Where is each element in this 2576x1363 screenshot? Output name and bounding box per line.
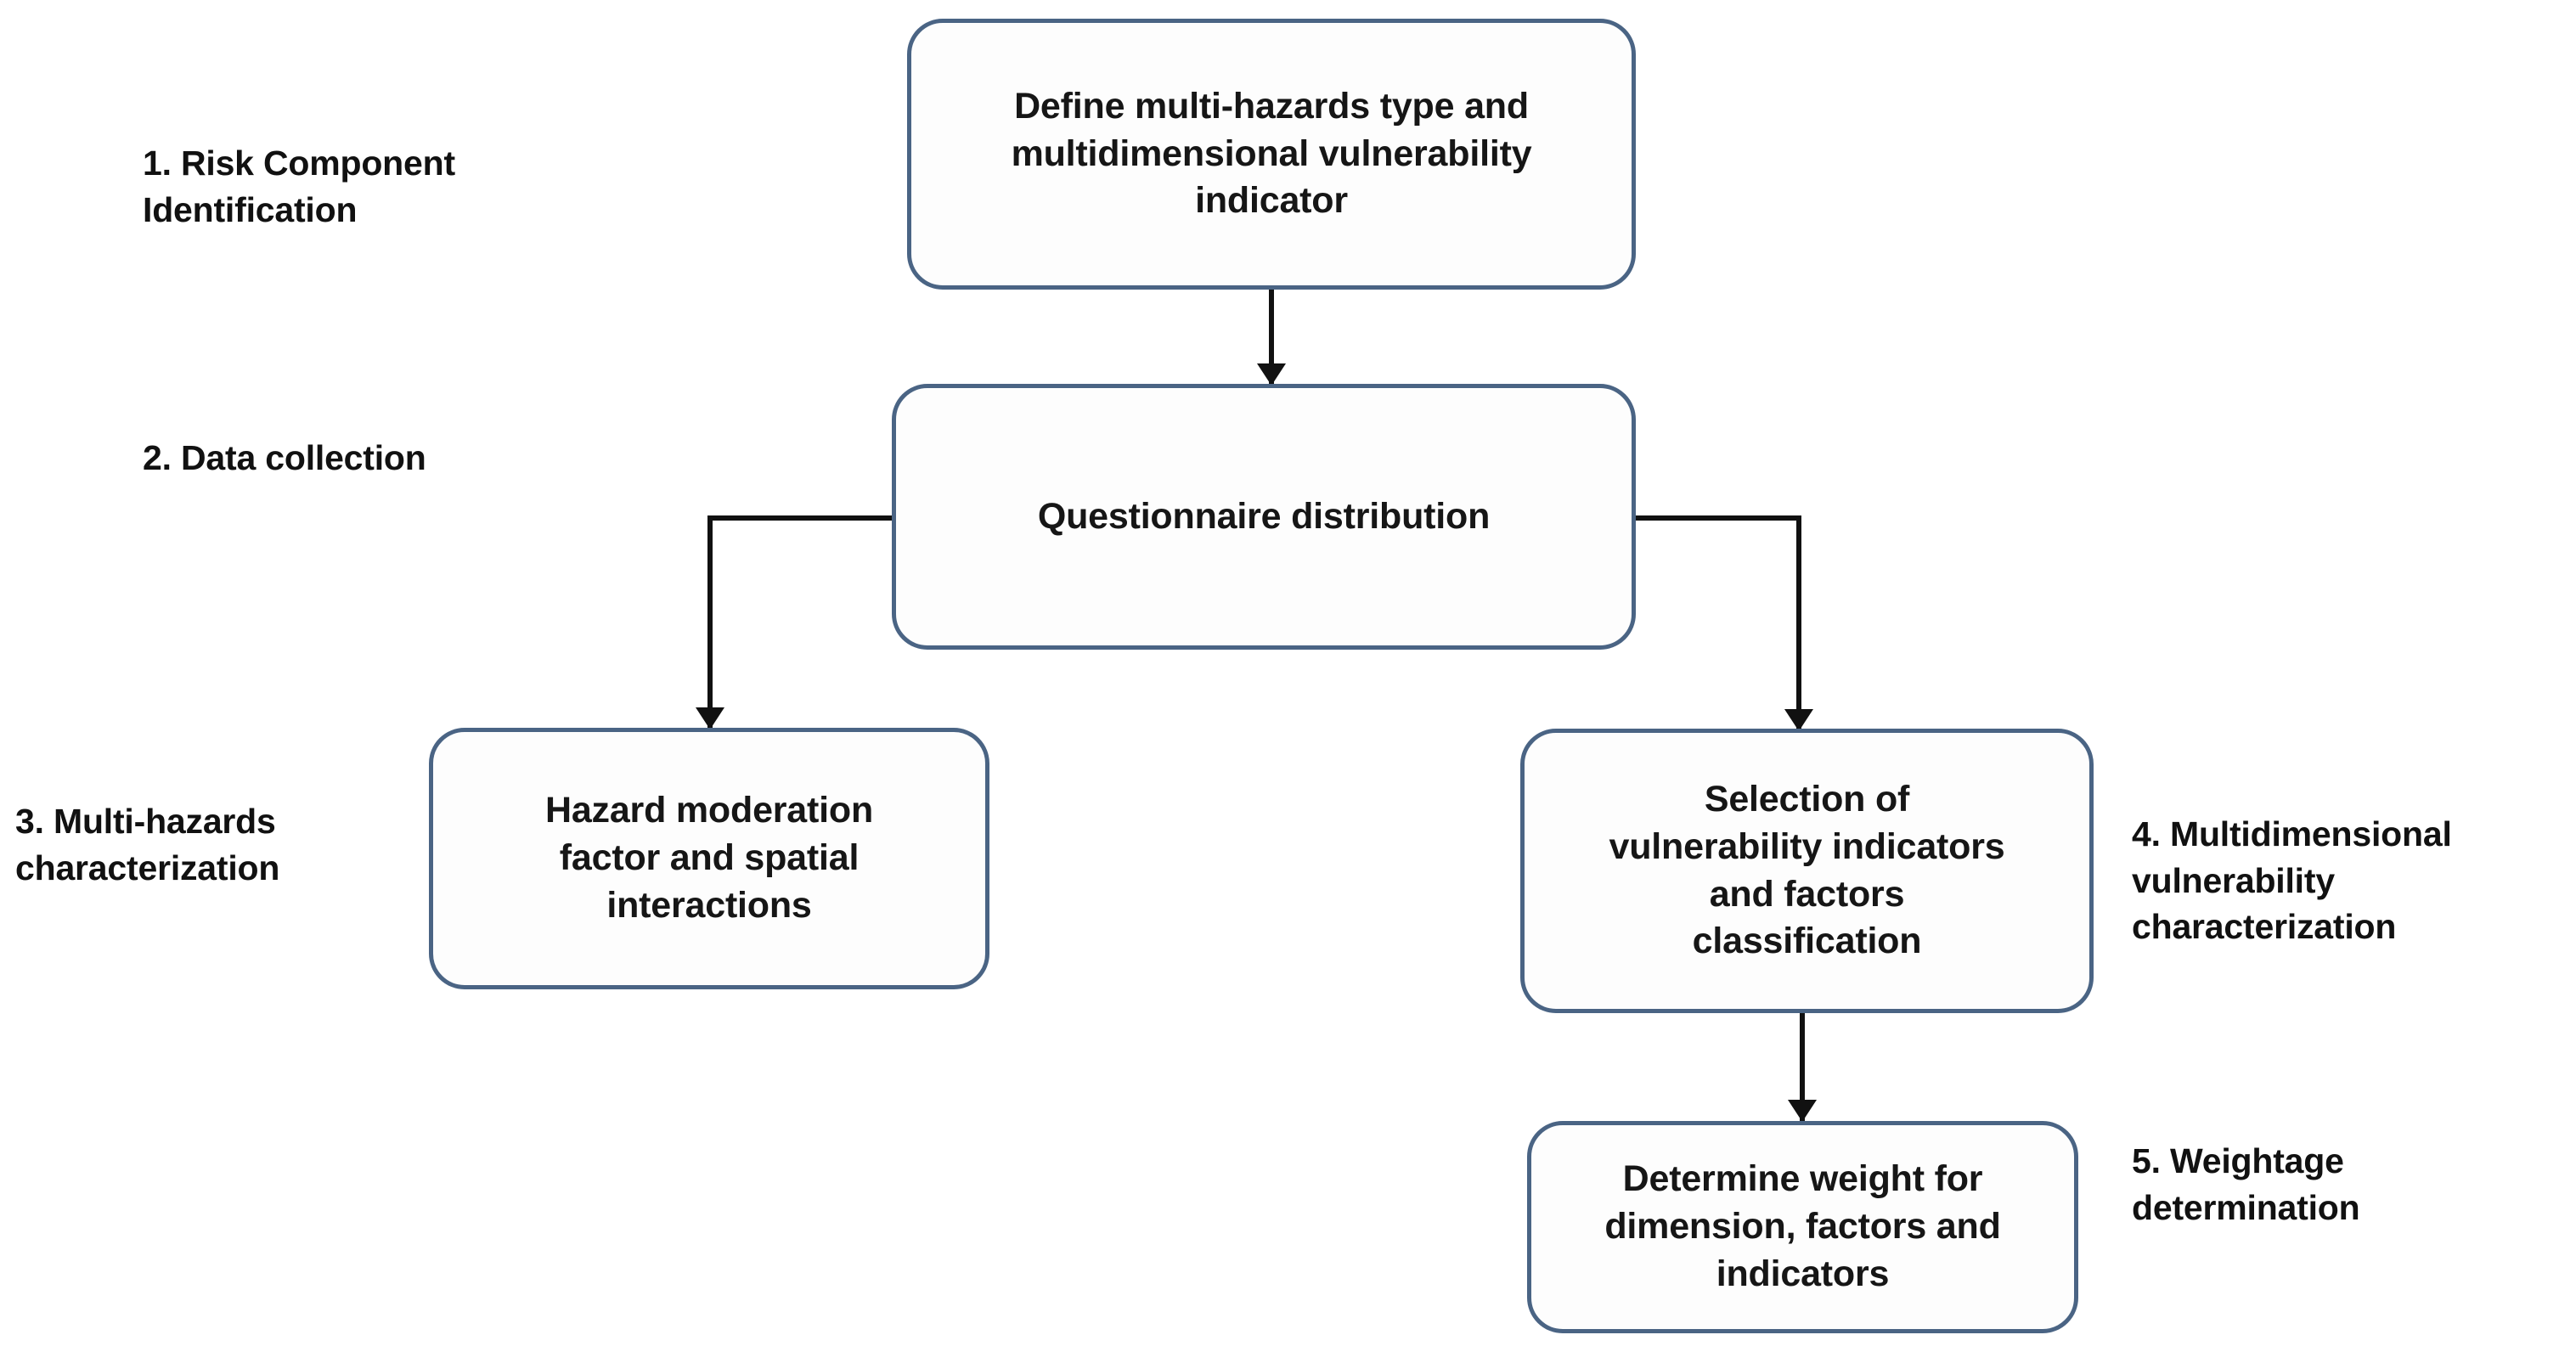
node-selection-vulnerability-indicators: Selection of vulnerability indicators an… (1520, 729, 2094, 1013)
stage-label-risk-component-identification: 1. Risk Component Identification (143, 144, 455, 229)
connector-questionnaire-to-selection-horizontal (1632, 515, 1801, 521)
connector-questionnaire-to-hazard-horizontal (707, 515, 896, 521)
node-determine-weight-label: Determine weight for dimension, factors … (1604, 1158, 2001, 1294)
stage-label-multi-hazards-characterization: 3. Multi-hazards characterization (15, 802, 280, 887)
arrowhead-down-icon (696, 707, 724, 729)
arrowhead-down-icon (1788, 1100, 1817, 1122)
connector-questionnaire-to-selection-vertical (1796, 515, 1801, 735)
stage-label-multidimensional-vulnerability-characterization: 4. Multidimensional vulnerability charac… (2132, 814, 2452, 947)
stage-label-weightage-determination: 5. Weightage determination (2132, 1141, 2360, 1227)
node-define-multi-hazards-label: Define multi-hazards type and multidimen… (1011, 85, 1532, 222)
arrowhead-down-icon (1784, 709, 1813, 731)
node-questionnaire-distribution: Questionnaire distribution (892, 384, 1636, 650)
connector-questionnaire-to-hazard-vertical (707, 515, 713, 733)
node-define-multi-hazards: Define multi-hazards type and multidimen… (907, 19, 1636, 290)
connector-define-to-questionnaire (1269, 287, 1274, 389)
node-questionnaire-distribution-label: Questionnaire distribution (1037, 495, 1491, 537)
node-determine-weight: Determine weight for dimension, factors … (1527, 1121, 2078, 1333)
arrowhead-down-icon (1257, 363, 1286, 386)
connector-selection-to-weight (1800, 1011, 1805, 1125)
stage-label-data-collection: 2. Data collection (143, 438, 426, 477)
node-selection-vulnerability-indicators-label: Selection of vulnerability indicators an… (1609, 778, 2005, 962)
node-hazard-moderation-label: Hazard moderation factor and spatial int… (544, 790, 874, 926)
node-hazard-moderation: Hazard moderation factor and spatial int… (429, 728, 989, 989)
